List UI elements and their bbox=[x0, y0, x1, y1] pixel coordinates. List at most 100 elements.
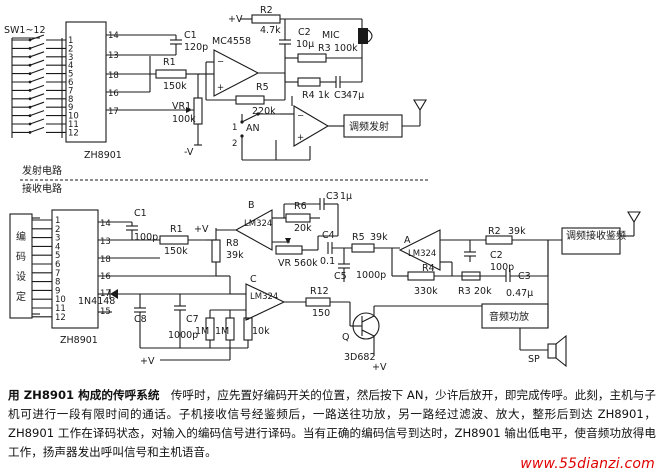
tx-c1-value: 120p bbox=[184, 42, 208, 53]
tx-fm-label: 调频发射 bbox=[349, 120, 389, 133]
rx-audio-amp-label: 音频功放 bbox=[489, 310, 529, 323]
tx-r5-label: R5 bbox=[256, 82, 269, 93]
tx-r3-value: 100k bbox=[334, 43, 358, 54]
tx-sw-pos2: 2 bbox=[232, 139, 237, 149]
tx-r5-value: 220k bbox=[252, 106, 276, 117]
tx-switch-7 bbox=[29, 84, 45, 91]
rx-b-amp-label: B bbox=[248, 200, 255, 211]
tx-r4 bbox=[297, 77, 321, 87]
tx-switch-12 bbox=[29, 126, 45, 133]
rx-audio-amplifier bbox=[481, 303, 549, 329]
rx-pos-v2: +V bbox=[140, 356, 155, 367]
rx-zh8901-chip bbox=[51, 209, 99, 329]
rx-vr-label: VR bbox=[278, 258, 291, 269]
rx-c31-value: 1μ bbox=[340, 191, 352, 202]
svg-text:−: − bbox=[297, 111, 304, 121]
rx-a-opamp bbox=[398, 229, 441, 271]
tx-pin-5: 5 bbox=[68, 70, 73, 80]
rx-q-label: Q bbox=[342, 332, 349, 343]
rx-r1 bbox=[159, 235, 189, 245]
tx-switch-bank bbox=[11, 34, 66, 138]
tx-r2-label: R2 bbox=[260, 5, 273, 16]
tx-pin-11: 11 bbox=[68, 120, 79, 130]
tx-switch-1 bbox=[29, 34, 45, 41]
rx-r-10k-label: 10k bbox=[252, 326, 270, 337]
rx-pin-5: 5 bbox=[55, 251, 60, 261]
caption-title-chip: ZH8901 bbox=[23, 388, 75, 402]
figure-caption: 用 ZH8901 构成的传呼系统 传呼时，应先置好编码开关的位置，然后按下 AN… bbox=[8, 386, 656, 462]
rx-r-1m-a-label: 1M bbox=[195, 326, 209, 337]
caption-title-prefix: 用 bbox=[8, 388, 24, 402]
rx-r12-value: 150 bbox=[312, 308, 330, 319]
rx-pin-9: 9 bbox=[55, 286, 60, 296]
tx-pin-7: 7 bbox=[68, 86, 73, 96]
rx-diode-label: 1N4148 bbox=[78, 296, 115, 307]
caption-body: 传呼时，应先置好编码开关的位置，然后按下 AN，少许后放开，即完成传呼。此刻，主… bbox=[8, 388, 657, 459]
rx-code-set-char: 码 bbox=[16, 251, 26, 263]
rx-b-chip-label: LM324 bbox=[244, 219, 272, 229]
tx-second-opamp bbox=[293, 105, 330, 147]
rx-c2-value: 100p bbox=[490, 262, 514, 273]
rx-chip-label: ZH8901 bbox=[60, 335, 98, 346]
rx-pin-3: 3 bbox=[55, 234, 60, 244]
tx-switch-5 bbox=[29, 68, 45, 75]
rx-r2-label: R2 bbox=[488, 226, 501, 237]
tx-opamp-label: MC4558 bbox=[212, 36, 251, 47]
tx-vr1-value: 100k bbox=[172, 114, 196, 125]
svg-text:+: + bbox=[297, 133, 304, 143]
rx-r5-value: 39k bbox=[370, 232, 388, 243]
rx-c-amp-label: C bbox=[250, 274, 257, 285]
rx-c-opamp bbox=[245, 283, 286, 321]
rx-b-opamp bbox=[234, 209, 273, 251]
rx-c1-value: 100p bbox=[134, 232, 158, 243]
tx-pin-6: 6 bbox=[68, 78, 73, 88]
tx-zh8901-chip bbox=[65, 21, 107, 143]
tx-pin-9: 9 bbox=[68, 103, 73, 113]
rx-c5-label: C5 bbox=[334, 271, 347, 282]
tx-pin-1: 1 bbox=[68, 36, 73, 46]
tx-pin-3: 3 bbox=[68, 53, 73, 63]
tx-pos-v: +V bbox=[228, 14, 243, 25]
rx-pin-1: 1 bbox=[55, 216, 60, 226]
rx-c2-label: C2 bbox=[490, 250, 503, 261]
rx-pin-2: 2 bbox=[55, 225, 60, 235]
tx-r1-value: 150k bbox=[163, 81, 187, 92]
rx-r2-value: 39k bbox=[508, 226, 526, 237]
rx-c5-value: 1000p bbox=[356, 270, 386, 281]
rx-pin-12: 12 bbox=[55, 313, 66, 323]
rx-c3-value: 0.47μ bbox=[506, 288, 533, 299]
tx-switch-bank-label: SW1~12 bbox=[4, 25, 46, 36]
tx-pin-18: 18 bbox=[108, 71, 119, 81]
rx-code-set-box bbox=[9, 213, 33, 319]
rx-fm-label: 调频接收鉴频 bbox=[566, 229, 626, 242]
rx-r-10k bbox=[243, 317, 253, 341]
rx-transistor-q bbox=[352, 312, 380, 340]
tx-c2-value: 10μ bbox=[296, 39, 314, 50]
rx-pin-18: 18 bbox=[100, 255, 111, 265]
tx-r1-label: R1 bbox=[163, 57, 176, 68]
rx-r6 bbox=[285, 213, 311, 223]
rx-c7-value: 1000p bbox=[168, 330, 198, 341]
rx-r12 bbox=[305, 297, 331, 307]
tx-pin-4: 4 bbox=[68, 61, 73, 71]
tx-r2 bbox=[251, 14, 281, 24]
tx-mic-label: MIC bbox=[322, 30, 340, 41]
svg-text:+: + bbox=[217, 83, 224, 93]
rx-q-vplus: +V bbox=[372, 362, 387, 373]
rx-r5-label: R5 bbox=[352, 232, 365, 243]
rx-c4-value: 0.1 bbox=[320, 256, 335, 267]
tx-pin-13: 13 bbox=[108, 51, 119, 61]
rx-antenna-icon bbox=[627, 211, 641, 224]
rx-code-set-char: 定 bbox=[16, 290, 26, 303]
rx-pin-14: 14 bbox=[100, 219, 111, 229]
rx-code-set-char: 编 bbox=[16, 230, 26, 243]
rx-pin-13: 13 bbox=[100, 237, 111, 247]
tx-pin-14: 14 bbox=[108, 31, 119, 41]
tx-switch-2 bbox=[29, 42, 45, 49]
rx-vr bbox=[275, 245, 303, 255]
tx-r4-value: 1k bbox=[318, 90, 330, 101]
rx-pin-11: 11 bbox=[55, 304, 66, 314]
